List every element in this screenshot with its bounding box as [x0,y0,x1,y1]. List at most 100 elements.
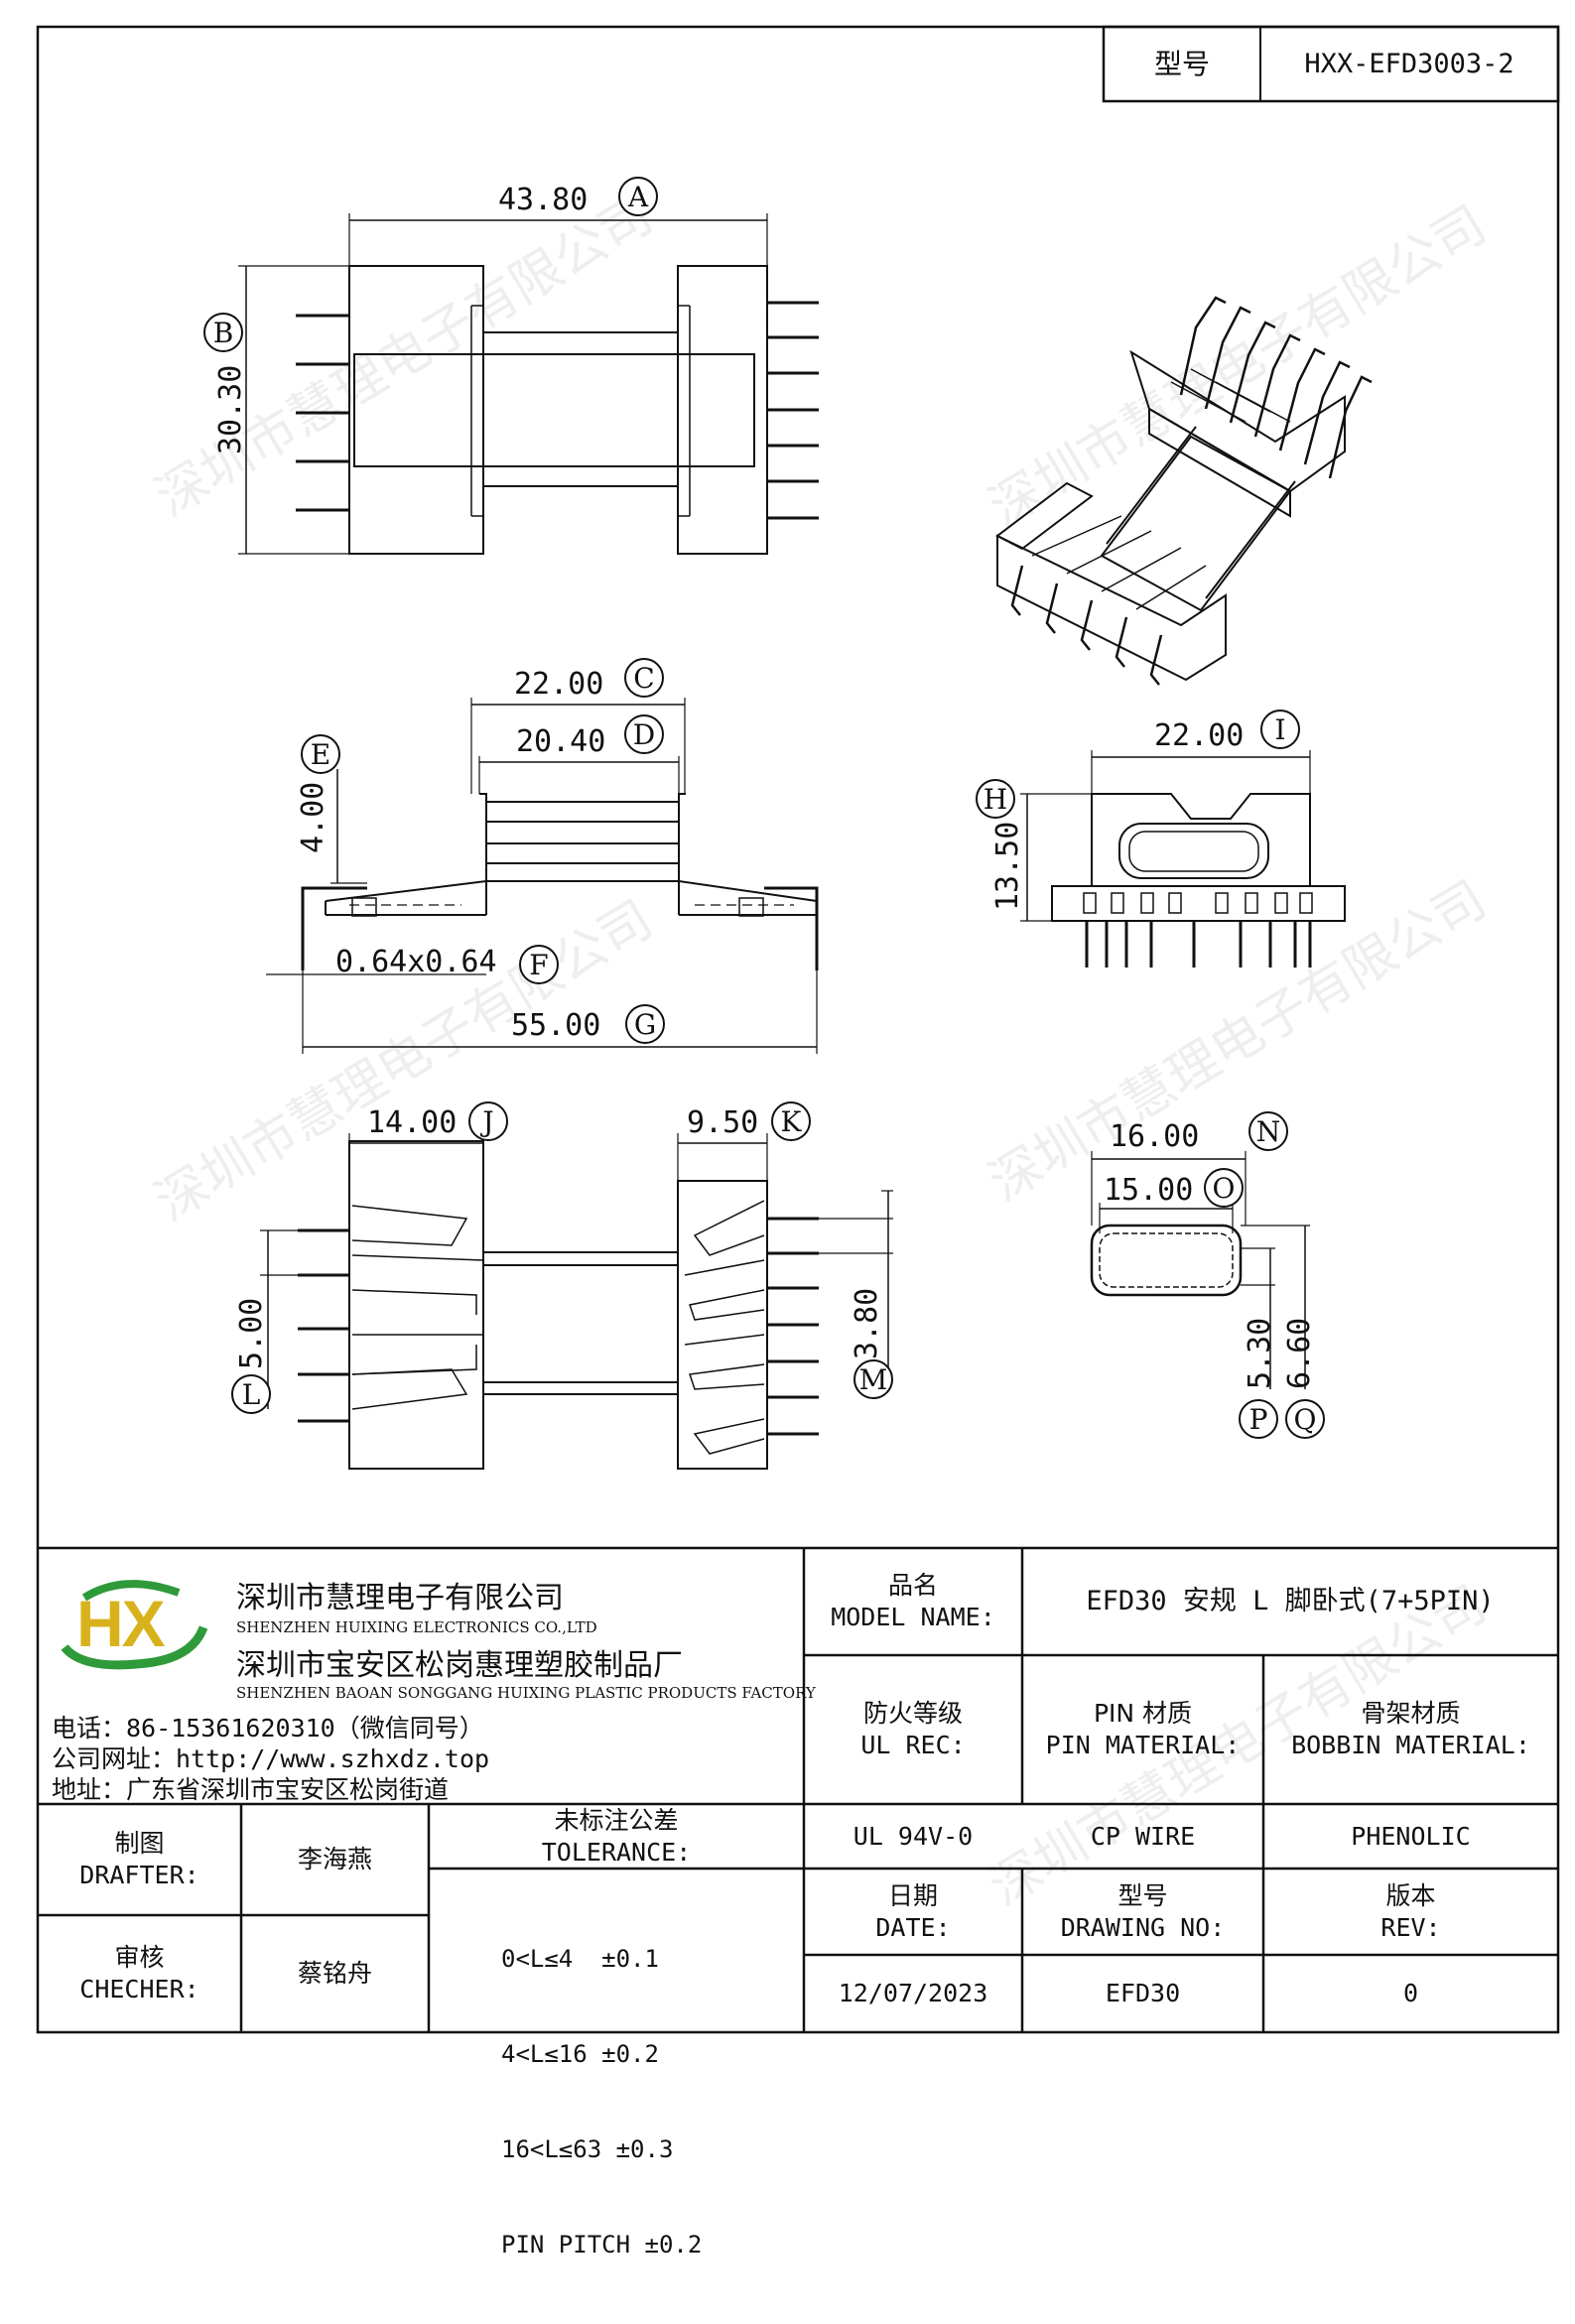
model-name-en: MODEL NAME: [831,1603,995,1631]
tolerance-line: 4<L≤16 ±0.2 [501,2040,659,2068]
model-number: HXX-EFD3003-2 [1304,48,1514,79]
dim-e-value: 4.00 [296,781,330,853]
address: 地址：广东省深圳市宝安区松岗街道 [52,1775,450,1804]
dim-j-value: 14.00 [367,1105,458,1140]
drawing-en: DRAWING NO: [1060,1912,1226,1942]
technical-drawing [36,25,1560,2034]
tolerance-label: 未标注公差 TOLERANCE: [429,1804,804,1869]
rev-en: REV: [1380,1912,1441,1942]
checker-label: 审核 CHECHER: [38,1915,241,2032]
dim-marker-e: E [301,734,340,774]
dim-marker-p: P [1239,1399,1278,1439]
logo-text: HX [76,1587,166,1660]
dim-marker-k: K [771,1101,811,1141]
bobbin-value: PHENOLIC [1351,1821,1471,1851]
model-label: 型号 [1153,47,1210,80]
dim-m-value: 3.80 [850,1287,884,1359]
date-label: 日期 DATE: [804,1869,1022,1955]
drawing-no-value: EFD30 [1105,1979,1181,2007]
dim-marker-c: C [624,658,664,698]
model-name-cn: 品名 [887,1571,938,1600]
drawing-no-label: 型号 DRAWING NO: [1022,1869,1263,1955]
tolerance-line: 0<L≤4 ±0.1 [501,1945,659,1973]
dim-a-value: 43.80 [498,183,589,217]
company-name-cn: 深圳市慧理电子有限公司 [236,1581,564,1615]
rev-cn: 版本 [1385,1880,1436,1910]
ul-label: 防火等级 UL REC: [804,1655,1022,1804]
dim-n-value: 16.00 [1110,1119,1200,1154]
checker-en: CHECHER: [79,1975,199,2003]
dim-q-value: 6.60 [1282,1317,1317,1389]
dim-marker-i: I [1260,710,1300,749]
pin-material-label: PIN 材质 PIN MATERIAL: [1022,1655,1263,1804]
tolerance-cn: 未标注公差 [554,1805,679,1835]
bobbin-cn: 骨架材质 [1361,1699,1461,1728]
tolerance-en: TOLERANCE: [541,1837,692,1867]
dim-marker-o: O [1204,1168,1244,1208]
dim-o-value: 15.00 [1104,1173,1194,1208]
dim-marker-l: L [231,1374,271,1414]
end-view [1020,750,1346,968]
dim-marker-m: M [853,1359,893,1399]
factory-name-en: SHENZHEN BAOAN SONGGANG HUIXING PLASTIC … [236,1684,816,1702]
bobbin-material-label: 骨架材质 BOBBIN MATERIAL: [1263,1655,1558,1804]
bottom-view [260,1133,893,1470]
company-logo: HX [55,1568,213,1677]
pin-value: CP WIRE [1090,1821,1196,1851]
sheet-border [36,25,1560,2034]
header-box [1102,25,1560,103]
dim-marker-d: D [624,714,664,754]
dim-b-value: 30.30 [213,364,248,454]
drafter-label: 制图 DRAFTER: [38,1804,241,1915]
drafter-value: 李海燕 [297,1845,372,1873]
iso-view [995,296,1373,686]
dim-i-value: 22.00 [1154,718,1245,753]
tolerance-table: 0<L≤4 ±0.1 4<L≤16 ±0.2 16<L≤63 ±0.3 PIN … [501,1879,702,2324]
dim-p-value: 5.30 [1243,1317,1277,1389]
tolerance-line: PIN PITCH ±0.2 [501,2231,703,2259]
dim-c-value: 22.00 [514,667,604,702]
dim-marker-b: B [203,313,243,352]
company-name-en: SHENZHEN HUIXING ELECTRONICS CO.,LTD [236,1618,597,1636]
ul-cn: 防火等级 [862,1699,963,1728]
model-name-label: 品名 MODEL NAME: [804,1548,1022,1655]
dim-k-value: 9.50 [687,1105,759,1140]
ul-en: UL REC: [860,1731,966,1759]
ul-value: UL 94V-0 [853,1821,974,1851]
date-cn: 日期 [887,1880,938,1910]
date-en: DATE: [875,1912,951,1942]
checker-cn: 审核 [114,1943,165,1972]
drafter-en: DRAFTER: [79,1861,199,1889]
drafter-cn: 制图 [114,1829,165,1858]
website[interactable]: 公司网址：http://www.szhxdz.top [52,1744,490,1773]
dim-marker-a: A [618,177,658,216]
rev-label: 版本 REV: [1263,1869,1558,1955]
dim-g-value: 55.00 [511,1008,601,1043]
dim-marker-f: F [519,945,559,984]
dim-l-value: 5.00 [234,1297,269,1369]
dim-marker-q: Q [1285,1399,1325,1439]
factory-name-cn: 深圳市宝安区松岗惠理塑胶制品厂 [236,1648,683,1683]
checker-value: 蔡铭舟 [297,1959,372,1988]
date-value: 12/07/2023 [838,1979,988,2007]
dim-marker-n: N [1248,1111,1288,1151]
pin-cn: PIN 材质 [1093,1699,1193,1728]
tolerance-line: 16<L≤63 ±0.3 [501,2135,674,2163]
dim-marker-j: J [468,1101,508,1141]
dim-marker-h: H [976,779,1015,819]
section-view [1090,1151,1310,1389]
title-block-grid [38,1546,1558,2032]
drawing-cn: 型号 [1117,1880,1168,1910]
dim-d-value: 20.40 [516,724,606,759]
drawing-sheet: 深圳市慧理电子有限公司 深圳市慧理电子有限公司 深圳市慧理电子有限公司 深圳市慧… [36,25,1560,2259]
dim-marker-g: G [625,1004,665,1044]
model-name-value: EFD30 安规 L 脚卧式(7+5PIN) [1086,1586,1495,1616]
pin-en: PIN MATERIAL: [1045,1731,1241,1759]
bobbin-en: BOBBIN MATERIAL: [1291,1731,1530,1759]
dim-h-value: 13.50 [990,821,1025,911]
rev-value: 0 [1402,1979,1419,2007]
dim-f-value: 0.64x0.64 [335,945,497,979]
top-view [238,213,819,555]
side-view [266,698,819,1054]
phone: 电话：86-15361620310（微信同号） [52,1714,484,1743]
